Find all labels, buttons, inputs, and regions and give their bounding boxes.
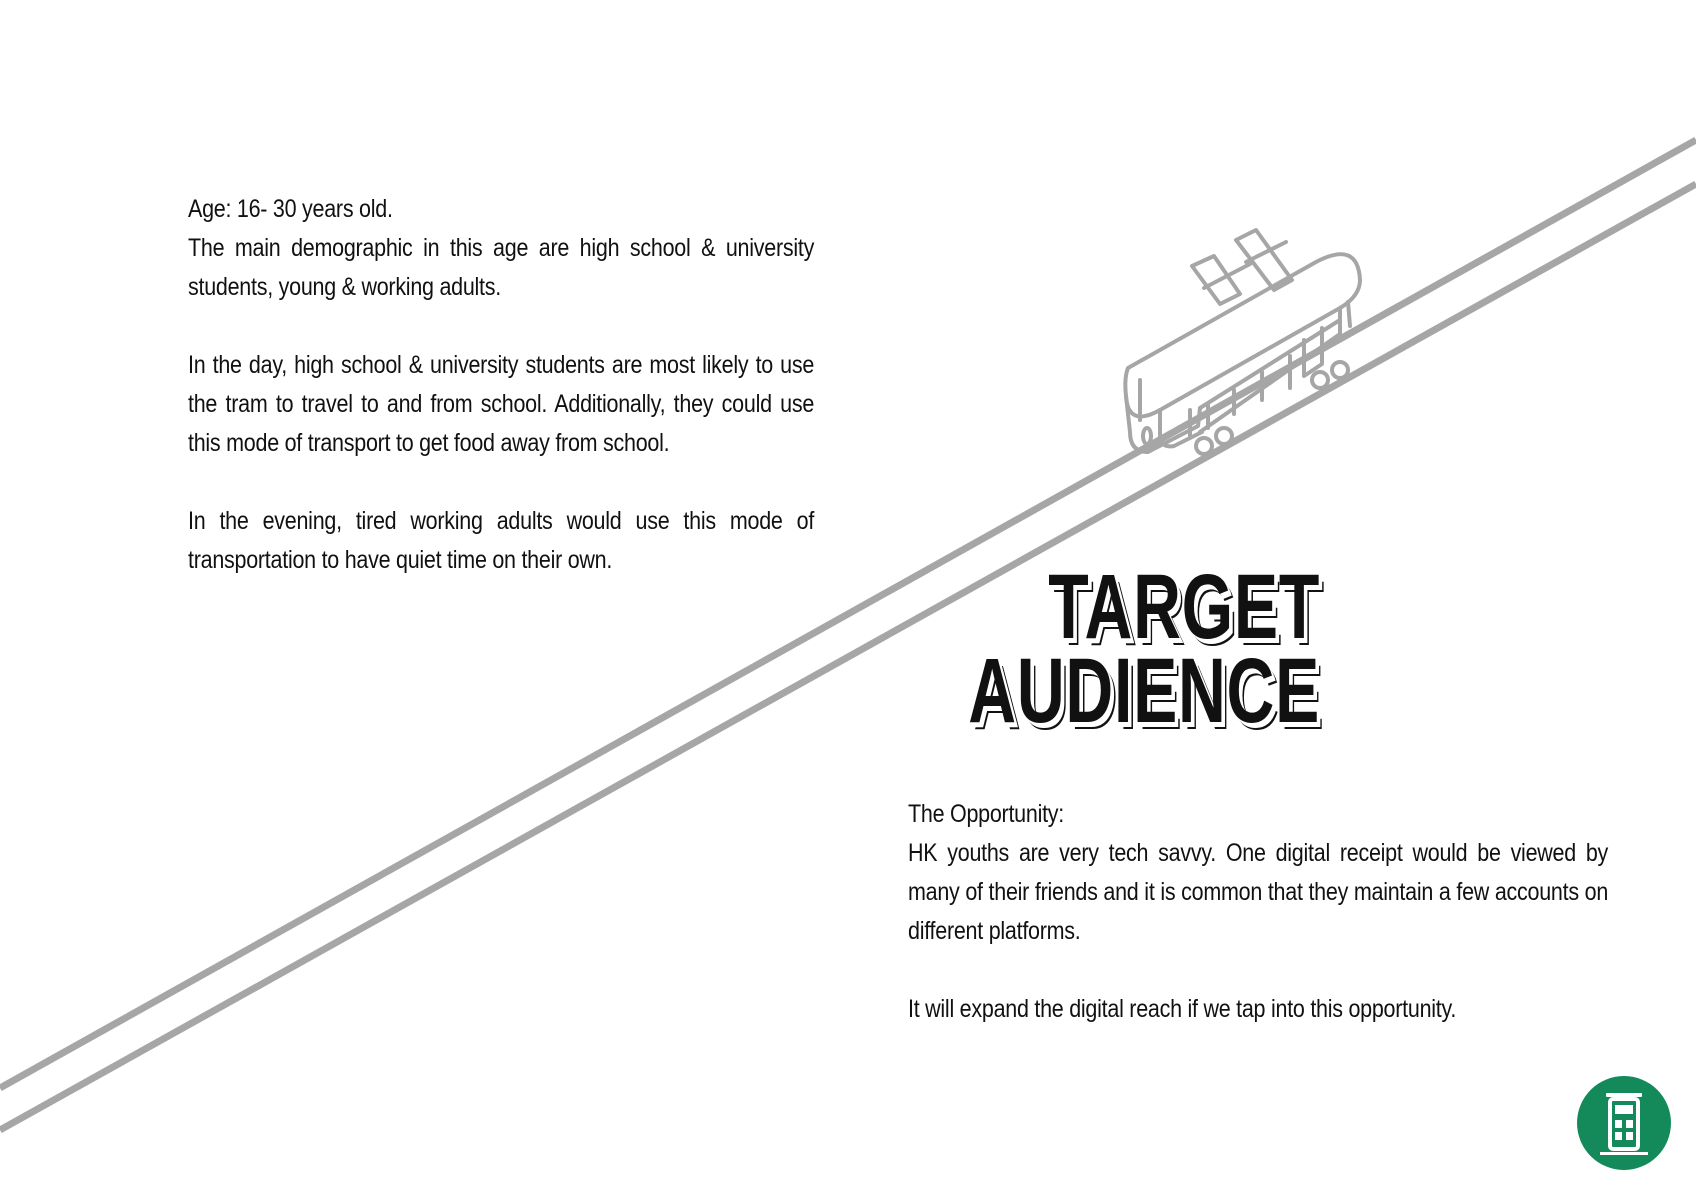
evening-usage-text: In the evening, tired working adults wou… — [188, 507, 815, 574]
headline-target: TARGET — [1048, 556, 1320, 658]
opportunity-heading: The Opportunity: — [908, 800, 1065, 828]
tram-icon — [1123, 228, 1362, 456]
opportunity-paragraph: The Opportunity: HK youths are very tech… — [908, 795, 1608, 951]
track-line-lower — [0, 180, 1696, 1134]
age-line: Age: 16- 30 years old. — [188, 195, 393, 223]
age-paragraph: Age: 16- 30 years old. The main demograp… — [188, 190, 814, 307]
audience-description: Age: 16- 30 years old. The main demograp… — [188, 190, 814, 580]
opportunity-body: HK youths are very tech savvy. One digit… — [908, 839, 1609, 945]
opportunity-section: The Opportunity: HK youths are very tech… — [908, 795, 1608, 1029]
headline-audience: AUDIENCE — [968, 640, 1320, 742]
day-usage-text: In the day, high school & university stu… — [188, 351, 815, 457]
track-line-upper — [0, 136, 1696, 1092]
opportunity-closing: It will expand the digital reach if we t… — [908, 995, 1457, 1023]
tram-logo-icon — [1577, 1076, 1671, 1170]
demographic-text: The main demographic in this age are hig… — [188, 234, 815, 301]
